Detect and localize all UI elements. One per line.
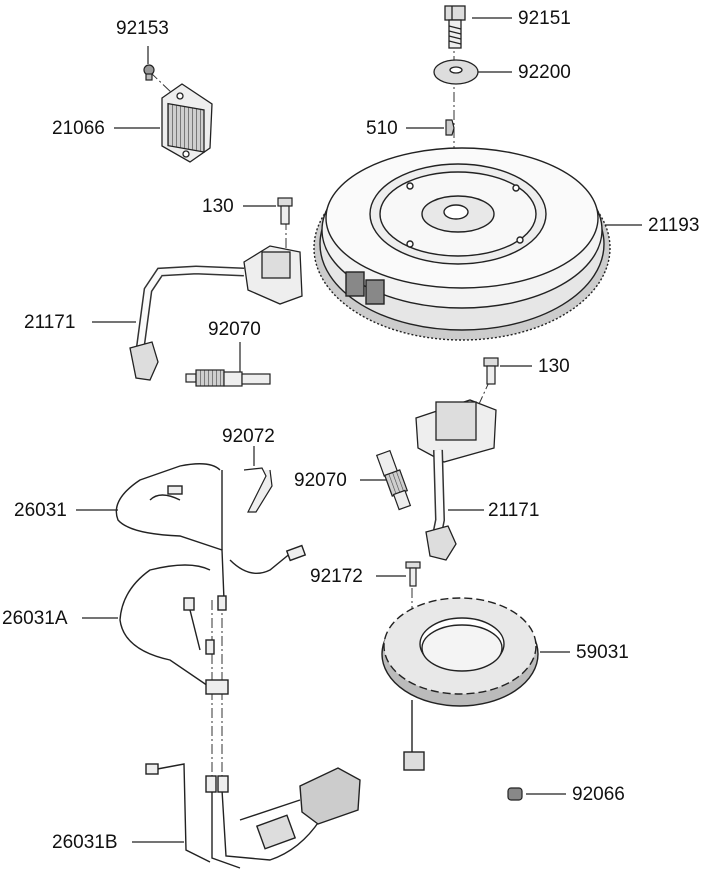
spark-plug-left — [185, 369, 271, 387]
label-130-top: 130 — [202, 196, 234, 217]
label-92070-right: 92070 — [294, 470, 347, 491]
label-21066: 21066 — [52, 118, 105, 139]
label-510: 510 — [366, 118, 398, 139]
ignition-coil-left — [129, 245, 303, 381]
bolt-130-right — [483, 357, 499, 385]
terminal-92072 — [243, 467, 273, 513]
label-92172: 92172 — [310, 566, 363, 587]
label-26031A: 26031A — [2, 608, 68, 629]
bolt-92151 — [444, 5, 466, 49]
bolt-130-top — [277, 197, 293, 225]
washer-92200 — [433, 59, 479, 85]
regulator-21066 — [161, 83, 213, 163]
label-92200: 92200 — [518, 62, 571, 83]
label-92153: 92153 — [116, 18, 169, 39]
label-130-right: 130 — [538, 356, 570, 377]
label-92072: 92072 — [222, 426, 275, 447]
leader-lines — [76, 17, 642, 843]
label-21171-right: 21171 — [488, 500, 540, 521]
label-26031B: 26031B — [52, 832, 118, 853]
screw-92172 — [405, 561, 421, 587]
label-92066: 92066 — [572, 784, 625, 805]
harness-26031A — [119, 564, 229, 695]
ignition-coil-right — [415, 399, 497, 561]
screw-92153 — [143, 64, 155, 81]
label-92070-left: 92070 — [208, 319, 261, 340]
label-21171-left: 21171 — [24, 312, 76, 333]
label-59031: 59031 — [576, 642, 629, 663]
key-510 — [445, 119, 455, 136]
part-92066 — [507, 787, 523, 801]
stator-59031 — [381, 597, 539, 771]
label-92151: 92151 — [518, 8, 571, 29]
harness-26031 — [115, 463, 307, 611]
flywheel-21193 — [313, 147, 611, 341]
spark-plug-right — [375, 449, 412, 511]
label-26031: 26031 — [14, 500, 67, 521]
label-21193: 21193 — [648, 215, 700, 236]
harness-26031B — [145, 763, 361, 869]
